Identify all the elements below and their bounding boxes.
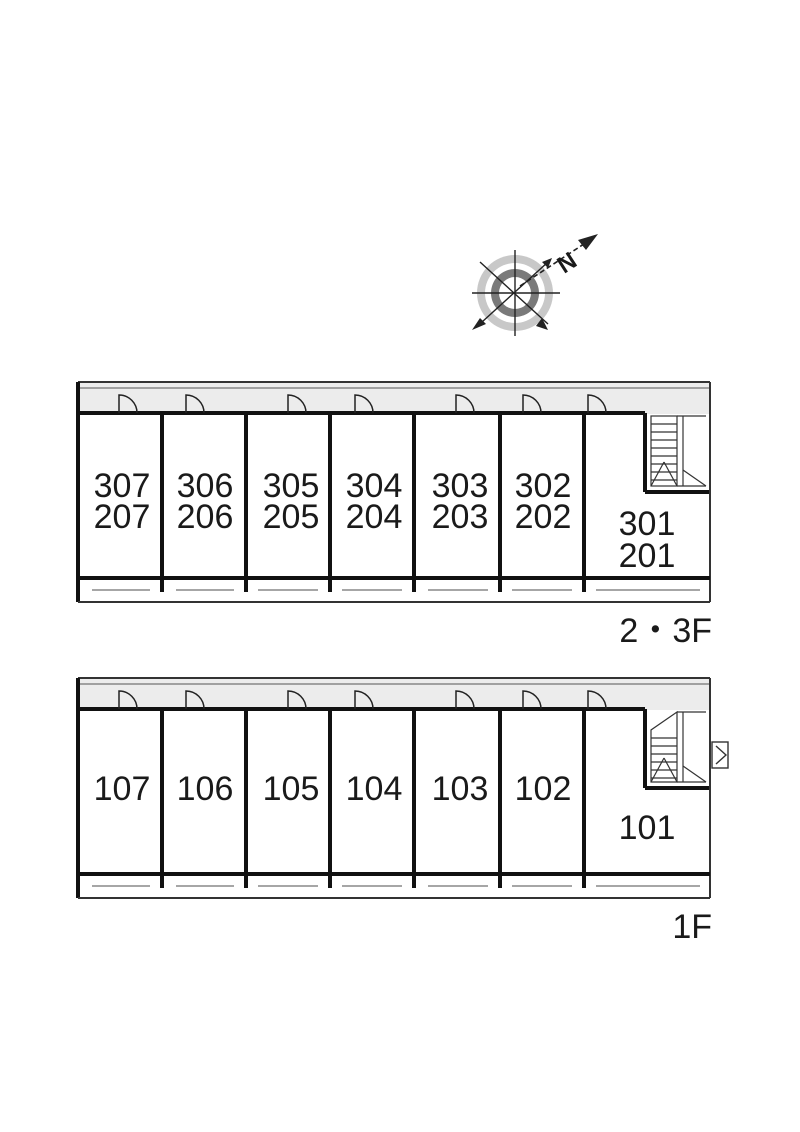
unit-label-301: 301	[619, 505, 676, 543]
floor-label-ground: 1F	[672, 908, 712, 946]
upper-corridor	[78, 382, 710, 414]
unit-label-304: 304	[346, 467, 403, 505]
upper-floor-plan: 307 207 306 206 305 205 304 204 303 203 …	[76, 381, 712, 650]
unit-label-104: 104	[346, 770, 403, 808]
unit-label-203: 203	[432, 498, 489, 536]
unit-label-103: 103	[432, 770, 489, 808]
entrance-icon	[711, 741, 729, 769]
unit-label-107: 107	[94, 770, 151, 808]
unit-label-206: 206	[177, 498, 234, 536]
unit-label-204: 204	[346, 498, 403, 536]
unit-label-202: 202	[515, 498, 572, 536]
unit-label-305: 305	[263, 467, 320, 505]
unit-label-101: 101	[619, 809, 676, 847]
upper-staircase	[650, 415, 707, 487]
unit-label-303: 303	[432, 467, 489, 505]
north-arrow-icon	[578, 234, 598, 250]
unit-label-201: 201	[619, 537, 676, 575]
unit-label-205: 205	[263, 498, 320, 536]
floor-label-upper: 2・3F	[619, 612, 712, 650]
ground-floor-plan: 107 106 105 104 103 102 101 1F	[76, 677, 729, 946]
unit-label-207: 207	[94, 498, 151, 536]
compass-icon: N	[472, 234, 598, 336]
unit-label-105: 105	[263, 770, 320, 808]
ground-staircase	[650, 710, 707, 783]
unit-label-102: 102	[515, 770, 572, 808]
north-label: N	[553, 247, 582, 279]
unit-label-307: 307	[94, 467, 151, 505]
ground-corridor	[78, 678, 710, 710]
unit-label-306: 306	[177, 467, 234, 505]
unit-label-302: 302	[515, 467, 572, 505]
unit-label-106: 106	[177, 770, 234, 808]
